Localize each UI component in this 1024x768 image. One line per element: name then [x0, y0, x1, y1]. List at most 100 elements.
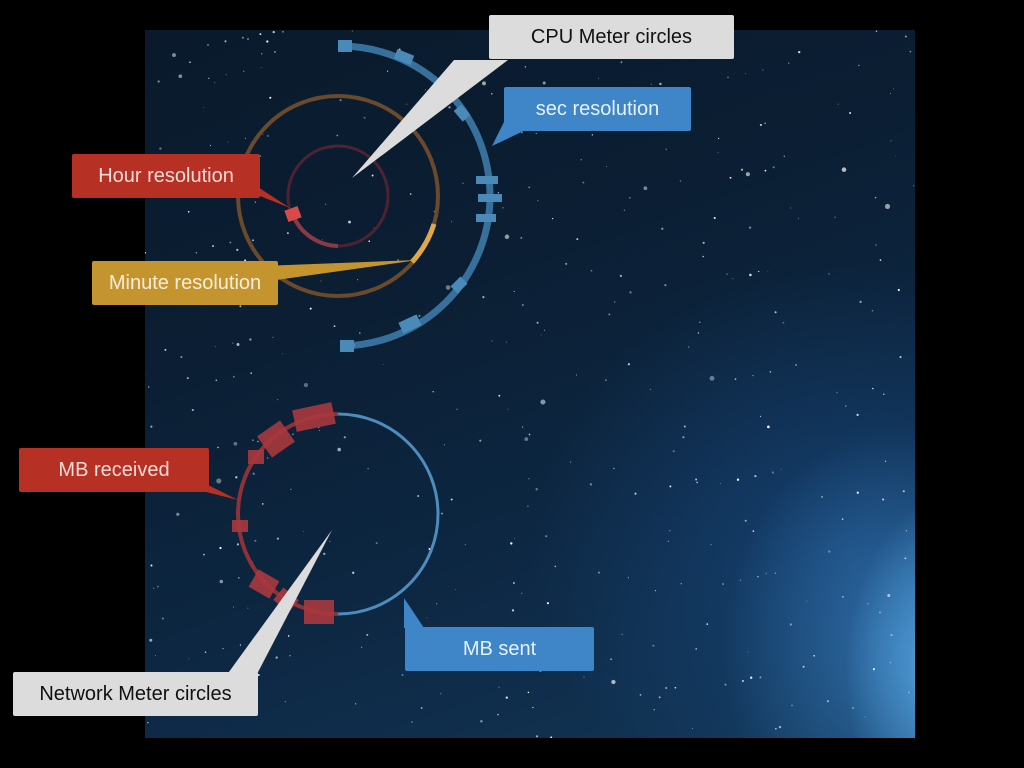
star: [895, 155, 896, 157]
star: [321, 239, 323, 241]
star: [448, 106, 451, 109]
star: [747, 651, 749, 653]
star: [425, 89, 427, 91]
star: [491, 93, 493, 95]
star: [740, 168, 744, 171]
star: [303, 531, 305, 533]
star: [339, 99, 342, 102]
star: [206, 43, 210, 46]
star: [797, 217, 799, 219]
star: [611, 679, 616, 685]
star: [513, 290, 515, 293]
star: [287, 635, 290, 637]
star: [665, 148, 668, 151]
star: [904, 35, 907, 38]
star: [639, 694, 642, 696]
star: [522, 304, 524, 306]
rx-spike: [248, 569, 280, 599]
star: [695, 648, 698, 650]
hour-resolution-callout: Hour resolution: [72, 154, 260, 198]
star: [722, 583, 724, 585]
star: [907, 691, 910, 694]
star: [254, 201, 257, 203]
star: [750, 676, 753, 679]
rx-spike: [232, 520, 248, 532]
star: [754, 474, 757, 478]
star: [239, 305, 242, 308]
star: [702, 255, 704, 258]
star: [669, 530, 671, 532]
star: [281, 30, 284, 33]
star: [333, 325, 336, 328]
callout-pointers: [190, 60, 530, 676]
star: [215, 346, 216, 348]
star: [277, 399, 279, 401]
star: [161, 617, 164, 620]
star: [764, 169, 767, 172]
star: [180, 355, 183, 359]
star: [605, 379, 607, 381]
star: [324, 203, 327, 206]
star: [774, 572, 777, 574]
star: [319, 429, 320, 431]
star: [367, 467, 369, 470]
star: [695, 478, 698, 481]
star: [913, 185, 915, 187]
star: [397, 259, 399, 261]
star: [456, 408, 458, 410]
star: [257, 674, 260, 676]
star: [652, 644, 655, 647]
cpu-meter-callout: CPU Meter circles: [489, 15, 734, 59]
star: [554, 565, 557, 568]
star: [879, 611, 881, 614]
star: [540, 399, 546, 405]
star: [252, 472, 255, 475]
star: [767, 425, 770, 429]
cpu-minutes-highlight: [410, 223, 437, 264]
star: [289, 655, 291, 657]
star: [610, 658, 612, 660]
star: [688, 346, 690, 348]
star: [627, 363, 630, 366]
star: [257, 440, 259, 443]
star: [497, 713, 499, 716]
cpu-seconds-ring: [339, 42, 494, 350]
star: [696, 481, 698, 484]
star: [874, 196, 877, 199]
star: [527, 691, 530, 694]
star: [834, 216, 836, 218]
star: [272, 30, 275, 34]
sec-tick: [476, 214, 496, 222]
star: [749, 273, 752, 277]
star: [546, 602, 549, 605]
star: [550, 736, 553, 738]
star: [154, 654, 156, 656]
star: [436, 603, 438, 605]
star: [545, 535, 548, 538]
cpu-hours-highlight: [291, 214, 339, 248]
star: [371, 174, 374, 177]
star: [363, 116, 366, 119]
star: [329, 540, 331, 543]
star: [149, 638, 153, 642]
star: [189, 61, 191, 64]
star: [267, 135, 269, 137]
star: [634, 492, 637, 495]
star: [406, 103, 408, 105]
star: [352, 571, 355, 574]
star: [451, 221, 452, 223]
star: [216, 478, 222, 484]
star: [764, 122, 766, 125]
star: [357, 279, 359, 281]
star: [697, 332, 700, 334]
star: [236, 543, 239, 546]
star: [479, 439, 482, 442]
star: [795, 364, 797, 366]
star: [606, 166, 607, 167]
star: [261, 503, 264, 505]
star: [157, 80, 160, 83]
star: [249, 338, 252, 341]
star: [710, 544, 712, 546]
star: [276, 537, 280, 540]
star: [443, 444, 446, 446]
